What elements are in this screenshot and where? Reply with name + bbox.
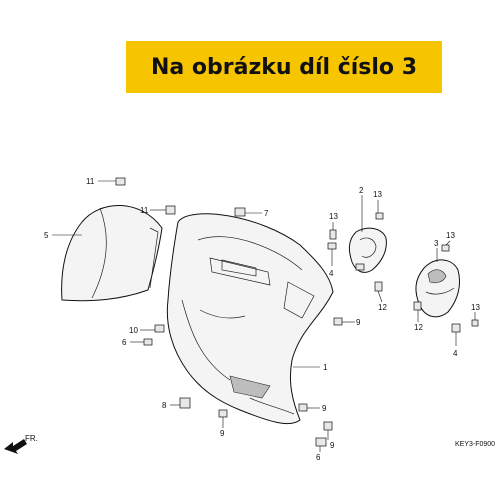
fasteners bbox=[115, 177, 479, 447]
direction-label: FR. bbox=[25, 434, 38, 443]
callout-label: 6 bbox=[122, 338, 127, 347]
callout-label: 13 bbox=[373, 190, 382, 199]
callout-label: 12 bbox=[414, 323, 423, 332]
callout-label: 3 bbox=[434, 239, 439, 248]
leader-lines bbox=[52, 180, 476, 452]
highlight-banner: Na obrázku díl číslo 3 bbox=[126, 41, 442, 93]
banner-text: Na obrázku díl číslo 3 bbox=[150, 54, 418, 80]
callout-label: 2 bbox=[359, 186, 364, 195]
panel-cover-part bbox=[61, 205, 163, 302]
arrow-icon bbox=[4, 439, 27, 454]
callout-label: 13 bbox=[471, 303, 480, 312]
front-direction-indicator: FR. bbox=[4, 434, 38, 454]
diagram-code: KEY3-F0900 bbox=[455, 441, 495, 448]
callout-label: 9 bbox=[220, 429, 225, 438]
inner-piece-part-2 bbox=[348, 227, 387, 273]
inner-piece-part-3 bbox=[415, 259, 461, 318]
callout-label: 8 bbox=[162, 401, 167, 410]
callout-label: 10 bbox=[129, 326, 138, 335]
callout-label: 5 bbox=[44, 231, 49, 240]
callout-label: 7 bbox=[264, 209, 269, 218]
callout-label: 9 bbox=[322, 404, 327, 413]
callout-labels: 1 2 3 4 4 5 6 6 7 8 9 9 9 9 10 11 11 12 … bbox=[44, 177, 480, 462]
callout-label: 4 bbox=[453, 349, 458, 358]
front-cover-part bbox=[166, 213, 334, 425]
callout-label: 6 bbox=[316, 453, 321, 462]
callout-label: 12 bbox=[378, 303, 387, 312]
callout-label: 13 bbox=[329, 212, 338, 221]
callout-label: 4 bbox=[329, 269, 334, 278]
callout-label: 13 bbox=[446, 231, 455, 240]
callout-label: 9 bbox=[330, 441, 335, 450]
callout-label: 11 bbox=[140, 206, 149, 215]
callout-label: 9 bbox=[356, 318, 361, 327]
callout-label: 11 bbox=[86, 177, 95, 186]
callout-label: 1 bbox=[323, 363, 328, 372]
